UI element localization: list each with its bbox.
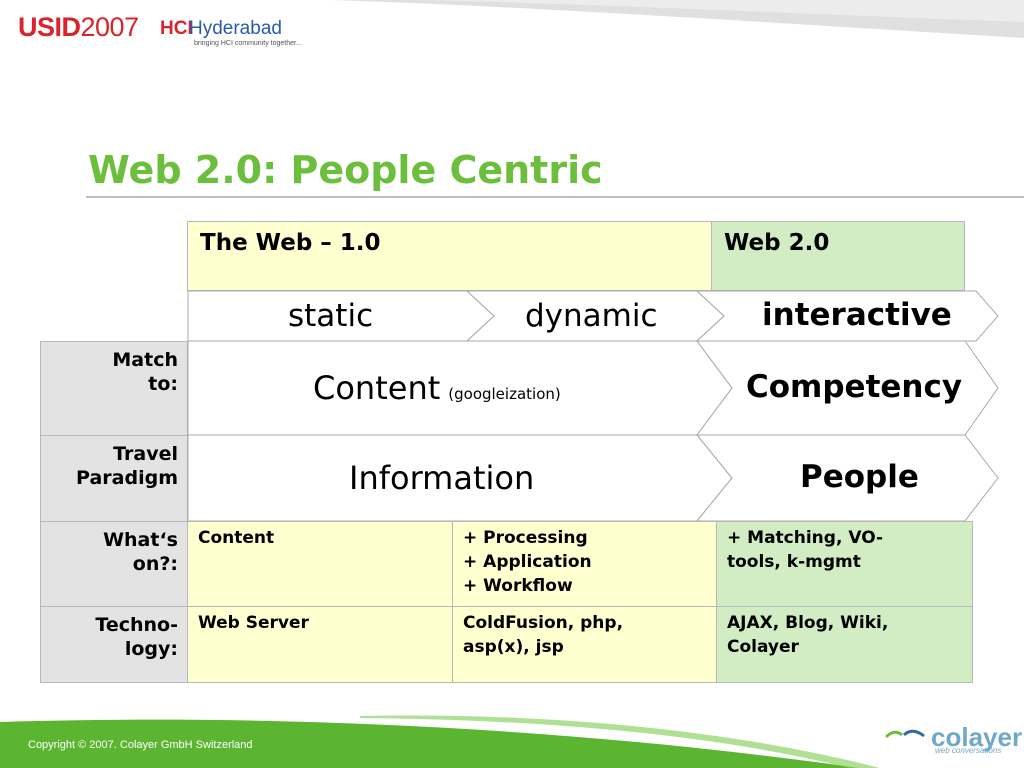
usid-logo-part2: 2007 xyxy=(80,12,140,42)
whats-on-col2-line3: + Workflow xyxy=(463,576,573,596)
technology-col3-line2: Colayer xyxy=(727,637,799,657)
technology-col3-line1: AJAX, Blog, Wiki, xyxy=(727,613,889,633)
usid-2007-logo: USID2007 xyxy=(18,12,139,43)
whats-on-cell-2: + Processing + Application + Workflow xyxy=(452,521,717,607)
title-divider xyxy=(86,196,1024,198)
whats-on-cell-3: + Matching, VO- tools, k-mgmt xyxy=(716,521,973,607)
match-competency-label: Competency xyxy=(746,369,963,405)
top-swoosh-decoration xyxy=(330,0,1024,38)
technology-cell-1: Web Server xyxy=(187,606,453,683)
usid-logo-part1: USID xyxy=(18,12,81,42)
row-label-technology: Techno- logy: xyxy=(40,606,188,683)
match-content-text: Content xyxy=(313,369,441,407)
hci-logo-mark: HCI xyxy=(160,18,193,39)
whats-on-col3-line2: tools, k-mgmt xyxy=(727,552,861,572)
hci-tagline: bringing HCI community together... xyxy=(194,40,302,47)
whats-on-col2-line1: + Processing xyxy=(463,528,588,548)
copyright-text: Copyright © 2007. Colayer GmbH Switzerla… xyxy=(28,739,253,751)
slide-title: Web 2.0: People Centric xyxy=(88,148,603,192)
technology-col1-text: Web Server xyxy=(198,613,309,633)
colayer-tagline: web conversations xyxy=(935,746,1002,755)
whats-on-label-text: What‘s on?: xyxy=(103,529,178,575)
row-label-travel: Travel Paradigm xyxy=(40,435,188,522)
whats-on-col3-line1: + Matching, VO- xyxy=(727,528,884,548)
technology-col2-line1: ColdFusion, php, xyxy=(463,613,624,633)
stage-arrow-interactive xyxy=(695,290,999,342)
travel-label-text: Travel Paradigm xyxy=(76,443,178,489)
web1-header-label: The Web – 1.0 xyxy=(200,230,381,256)
row-label-match: Match to: xyxy=(40,341,188,436)
stage-static-label: static xyxy=(288,298,374,334)
footer-swoosh xyxy=(0,715,880,768)
whats-on-col1-text: Content xyxy=(198,528,275,548)
hci-hyderabad-logo: Hyderabad xyxy=(189,18,282,39)
travel-people-label: People xyxy=(800,459,919,495)
match-content-label: Content (googleization) xyxy=(313,369,561,407)
colayer-logo: colayer xyxy=(931,722,1023,752)
whats-on-cell-1: Content xyxy=(187,521,453,607)
technology-col2-line2: asp(x), jsp xyxy=(463,637,564,657)
travel-information-label: Information xyxy=(349,459,535,497)
technology-cell-3: AJAX, Blog, Wiki, Colayer xyxy=(716,606,973,683)
colayer-logo-icon xyxy=(884,729,925,739)
match-label-text: Match to: xyxy=(112,349,178,395)
whats-on-col2-line2: + Application xyxy=(463,552,592,572)
web2-header-label: Web 2.0 xyxy=(724,230,830,256)
technology-label-text: Techno- logy: xyxy=(95,614,178,660)
web2-header-cell: Web 2.0 xyxy=(711,221,965,291)
technology-cell-2: ColdFusion, php, asp(x), jsp xyxy=(452,606,717,683)
stage-interactive-label: interactive xyxy=(762,297,952,333)
stage-dynamic-label: dynamic xyxy=(525,298,658,334)
match-content-note: (googleization) xyxy=(448,385,561,403)
row-label-whats-on: What‘s on?: xyxy=(40,521,188,607)
